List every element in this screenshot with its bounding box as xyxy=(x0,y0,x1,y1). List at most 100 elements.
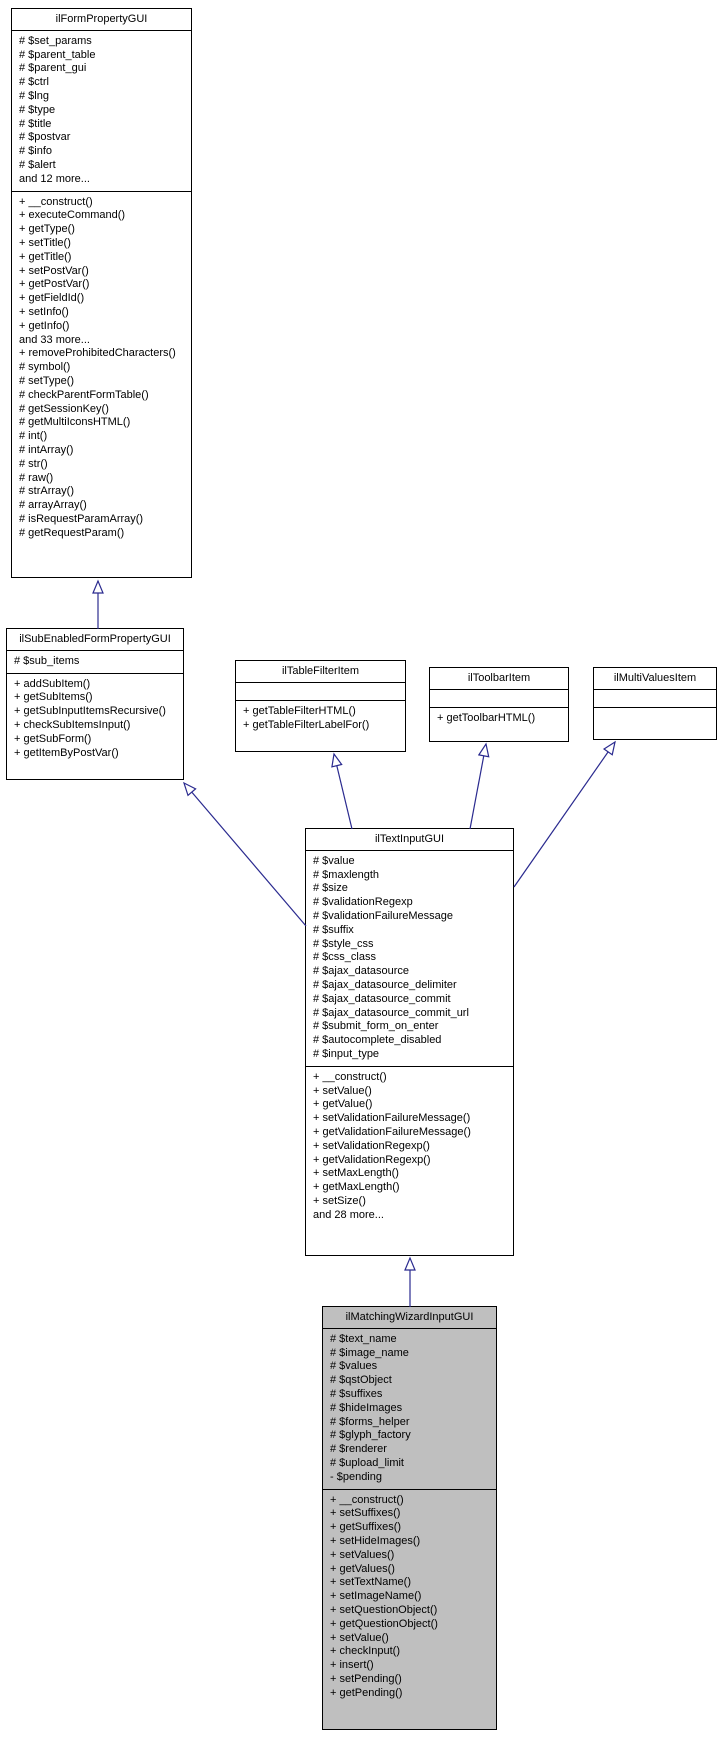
member-row: + addSubItem() xyxy=(14,677,91,690)
class-name: ilMatchingWizardInputGUI xyxy=(345,1311,474,1323)
member-row: # $glyph_factory xyxy=(330,1429,411,1442)
member-row: # raw() xyxy=(19,471,54,484)
member-row: # symbol() xyxy=(19,361,71,374)
member-row: # $parent_gui xyxy=(19,62,87,75)
member-row: # isRequestParamArray() xyxy=(19,512,144,525)
member-row: # $input_type xyxy=(313,1047,380,1060)
member-row: # $renderer xyxy=(330,1443,387,1456)
member-row: - $pending xyxy=(330,1470,382,1483)
attributes-compartment xyxy=(594,688,716,707)
member-row: + setSuffixes() xyxy=(330,1507,401,1520)
class-name[interactable]: ilFormPropertyGUI xyxy=(55,13,148,25)
member-row: # $suffix xyxy=(313,923,354,936)
member-row: + setPending() xyxy=(330,1672,402,1685)
member-row: # $hideImages xyxy=(330,1401,403,1414)
methods-compartment: + __construct()+ executeCommand()+ getTy… xyxy=(12,190,191,577)
member-row: # $text_name xyxy=(330,1332,397,1345)
member-row: + setImageName() xyxy=(330,1590,422,1603)
member-row: + getSubInputItemsRecursive() xyxy=(14,705,166,718)
attributes-compartment: # $value# $maxlength# $size# $validation… xyxy=(306,849,513,1066)
member-row: # $qstObject xyxy=(330,1374,392,1387)
class-name[interactable]: ilToolbarItem xyxy=(467,672,531,684)
class-name[interactable]: ilMultiValuesItem xyxy=(613,672,697,684)
member-row: + setQuestionObject() xyxy=(330,1603,438,1616)
methods-compartment xyxy=(594,706,716,739)
attributes-compartment: # $set_params# $parent_table# $parent_gu… xyxy=(12,29,191,191)
member-row: # $size xyxy=(313,882,348,895)
member-row: # $ajax_datasource xyxy=(313,965,410,978)
member-row: + getType() xyxy=(19,223,75,236)
member-row: + getValidationRegexp() xyxy=(313,1153,431,1166)
member-row: + insert() xyxy=(330,1659,374,1672)
member-row: + setMaxLength() xyxy=(313,1167,399,1180)
member-row: + getValues() xyxy=(330,1562,395,1575)
member-row: # getMultiIconsHTML() xyxy=(19,416,131,429)
member-row: + __construct() xyxy=(313,1070,387,1083)
class-box-ilFormPropertyGUI[interactable]: ilFormPropertyGUI # $set_params# $parent… xyxy=(11,8,192,578)
member-row: + getQuestionObject() xyxy=(330,1617,438,1630)
member-row: # checkParentFormTable() xyxy=(19,388,149,401)
member-row: + getTableFilterHTML() xyxy=(243,704,356,717)
member-row: + setValues() xyxy=(330,1548,395,1561)
class-name[interactable]: ilTextInputGUI xyxy=(374,833,445,845)
member-row: + setTitle() xyxy=(19,236,71,249)
member-row: # $validationFailureMessage xyxy=(313,909,454,922)
class-box-ilSubEnabledFormPropertyGUI[interactable]: ilSubEnabledFormPropertyGUI # $sub_items… xyxy=(6,628,184,780)
member-row: # $ajax_datasource_commit_url xyxy=(313,1006,469,1019)
member-row: + setInfo() xyxy=(19,305,69,318)
inheritance-arrow-text-to-multivalues xyxy=(513,740,616,888)
member-row: + setPostVar() xyxy=(19,264,89,277)
inheritance-arrow-text-to-sub xyxy=(182,781,307,927)
class-name[interactable]: ilTableFilterItem xyxy=(281,665,360,677)
member-row: + setTextName() xyxy=(330,1576,411,1589)
member-row: + setSize() xyxy=(313,1194,366,1207)
member-row: # intArray() xyxy=(19,443,74,456)
attributes-compartment: # $text_name# $image_name# $values# $qst… xyxy=(323,1327,496,1489)
inheritance-arrow-text-to-tablefilter xyxy=(331,752,353,830)
member-row: # $submit_form_on_enter xyxy=(313,1020,439,1033)
class-box-ilMatchingWizardInputGUI: ilMatchingWizardInputGUI # $text_name# $… xyxy=(322,1306,497,1730)
member-row: + setValue() xyxy=(313,1084,372,1097)
member-row: # getRequestParam() xyxy=(19,526,125,539)
member-row: + __construct() xyxy=(330,1493,404,1506)
class-box-ilTableFilterItem[interactable]: ilTableFilterItem + getTableFilterHTML()… xyxy=(235,660,406,752)
member-row: + setValidationFailureMessage() xyxy=(313,1112,471,1125)
member-row: + getToolbarHTML() xyxy=(437,711,536,724)
inheritance-arrow-text-to-toolbar xyxy=(469,742,490,830)
member-row: + setHideImages() xyxy=(330,1534,421,1547)
member-row: # $postvar xyxy=(19,131,71,144)
methods-compartment: + addSubItem()+ getSubItems()+ getSubInp… xyxy=(7,672,183,779)
member-row: + getItemByPostVar() xyxy=(14,746,119,759)
member-row: # $maxlength xyxy=(313,868,380,881)
member-row: # $style_css xyxy=(313,937,374,950)
class-box-ilMultiValuesItem[interactable]: ilMultiValuesItem xyxy=(593,667,717,740)
class-box-ilToolbarItem[interactable]: ilToolbarItem + getToolbarHTML() xyxy=(429,667,569,742)
member-row: # $suffixes xyxy=(330,1387,383,1400)
member-row: + removeProhibitedCharacters() xyxy=(19,347,176,360)
member-row: + getMaxLength() xyxy=(313,1181,400,1194)
member-row: + setValidationRegexp() xyxy=(313,1139,430,1152)
member-row: + getSuffixes() xyxy=(330,1521,402,1534)
member-row: # $sub_items xyxy=(14,654,80,667)
member-row: + checkInput() xyxy=(330,1645,401,1658)
methods-compartment: + __construct()+ setValue()+ getValue()+… xyxy=(306,1065,513,1255)
member-row: # int() xyxy=(19,430,48,443)
member-row: # strArray() xyxy=(19,485,74,498)
member-row: # $ctrl xyxy=(19,76,49,89)
methods-compartment: + __construct()+ setSuffixes()+ getSuffi… xyxy=(323,1488,496,1729)
member-row: # $upload_limit xyxy=(330,1456,404,1469)
member-row: + checkSubItemsInput() xyxy=(14,718,131,731)
attributes-compartment xyxy=(236,681,405,700)
member-row: + getPending() xyxy=(330,1686,403,1699)
class-name[interactable]: ilSubEnabledFormPropertyGUI xyxy=(19,633,171,645)
member-row: + getValue() xyxy=(313,1098,373,1111)
member-row: + getTitle() xyxy=(19,250,72,263)
member-row: + getSubForm() xyxy=(14,732,92,745)
methods-compartment: + getTableFilterHTML()+ getTableFilterLa… xyxy=(236,699,405,751)
member-row: + getTableFilterLabelFor() xyxy=(243,718,370,731)
member-row: + getInfo() xyxy=(19,319,70,332)
member-row: # $title xyxy=(19,117,52,130)
member-row: # $values xyxy=(330,1360,378,1373)
class-box-ilTextInputGUI[interactable]: ilTextInputGUI # $value# $maxlength# $si… xyxy=(305,828,514,1256)
